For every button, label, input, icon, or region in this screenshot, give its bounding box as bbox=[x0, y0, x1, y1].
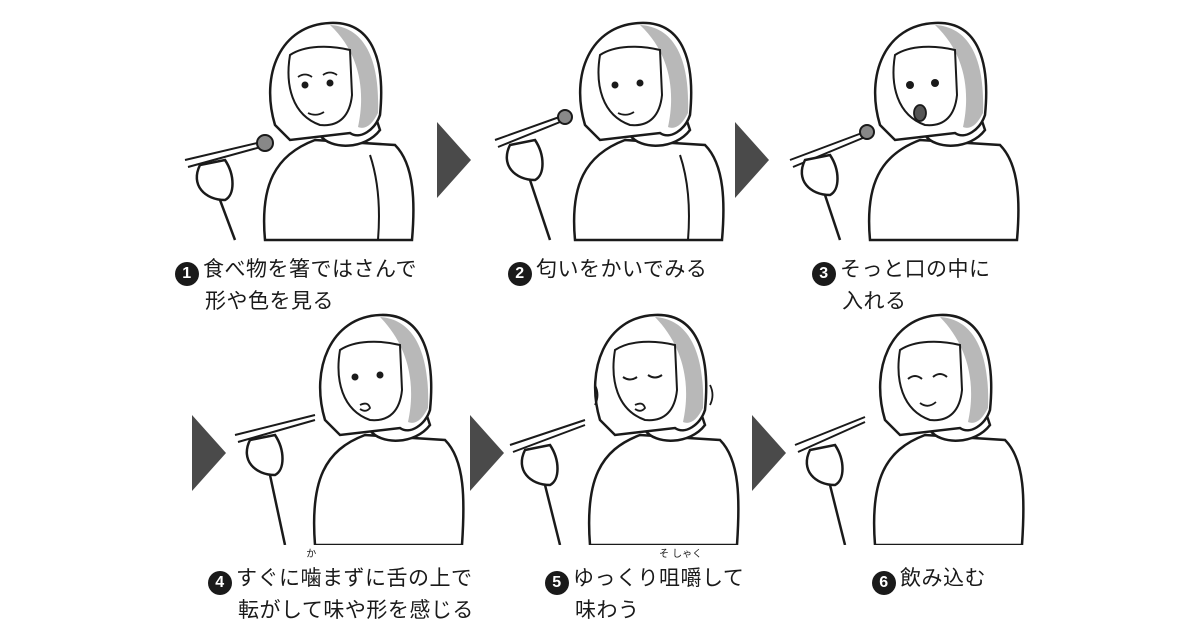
step-number-badge: 1 bbox=[175, 262, 199, 286]
step-number-badge: 2 bbox=[508, 262, 532, 286]
ruby-base: 咀嚼 bbox=[659, 566, 702, 590]
caption-line: 形や色を見る bbox=[205, 289, 334, 313]
woman-smelling-food-illustration bbox=[494, 21, 725, 242]
caption-text: まずに舌の上で bbox=[322, 566, 473, 590]
next-arrow bbox=[437, 122, 471, 198]
caption-line: 食べ物を箸ではさんで bbox=[203, 257, 417, 281]
woman-swallowing-illustration bbox=[794, 313, 1025, 545]
ruby-word: か噛 bbox=[300, 550, 323, 594]
next-arrow bbox=[752, 415, 786, 491]
caption-text: すぐに bbox=[236, 566, 301, 590]
step-number-badge: 5 bbox=[545, 571, 569, 595]
woman-tasting-illustration bbox=[234, 313, 465, 545]
furigana: か bbox=[306, 549, 317, 560]
caption-line: 飲み込む bbox=[900, 566, 986, 590]
caption-line: 匂いをかいでみる bbox=[536, 257, 708, 281]
caption-text: して bbox=[702, 566, 745, 590]
ruby-word: そ しゃく咀嚼 bbox=[659, 550, 702, 594]
step-number-badge: 3 bbox=[812, 262, 836, 286]
ruby-base: 噛 bbox=[300, 566, 322, 590]
woman-chewing-illustration bbox=[509, 313, 740, 545]
next-arrow bbox=[470, 415, 504, 491]
woman-with-chopsticks-illustration bbox=[184, 21, 415, 242]
furigana: そ しゃく bbox=[659, 549, 703, 560]
step-number-badge: 6 bbox=[872, 571, 896, 595]
next-arrow bbox=[192, 415, 226, 491]
caption-line: 転がして味や形を感じる bbox=[238, 598, 474, 622]
woman-mouth-open-illustration bbox=[789, 21, 1020, 242]
caption-line: 入れる bbox=[842, 289, 907, 313]
caption-line: 味わう bbox=[575, 598, 640, 622]
caption-line: そっと口の中に bbox=[840, 257, 991, 281]
step-number-badge: 4 bbox=[208, 571, 232, 595]
next-arrow bbox=[735, 122, 769, 198]
caption-text: ゆっくり bbox=[573, 566, 659, 590]
